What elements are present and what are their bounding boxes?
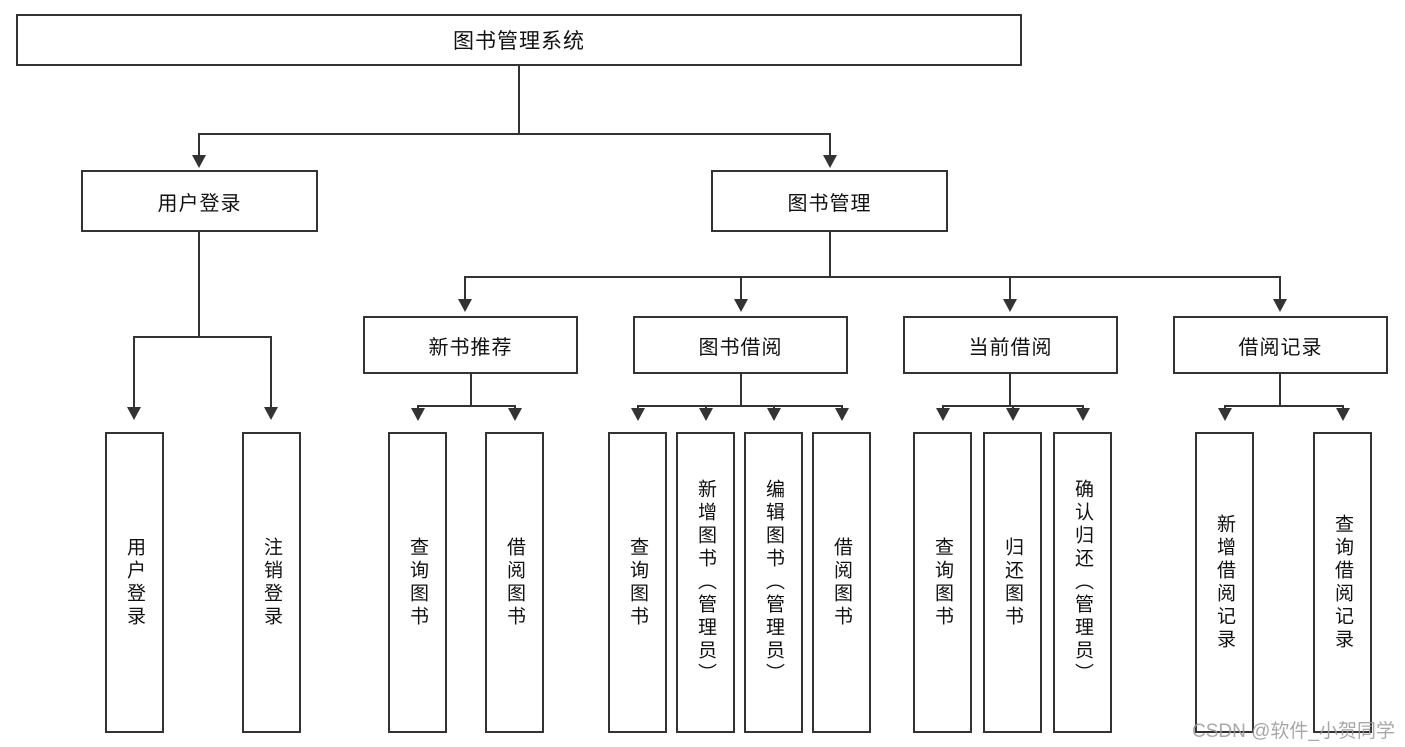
leaf-current-borrow-1[interactable]: 归还图书: [983, 432, 1042, 733]
connector-borrow-record-stem: [1279, 374, 1281, 407]
node-new-book-recommend[interactable]: 新书推荐: [363, 316, 578, 374]
node-label: 新增图书（管理员）: [695, 479, 716, 686]
node-borrow-record[interactable]: 借阅记录: [1173, 316, 1388, 374]
node-label: 图书管理: [787, 192, 872, 215]
node-label: 图书借阅: [698, 336, 783, 359]
connector-level3-bus: [464, 276, 1280, 278]
connector-drop-user-login: [198, 133, 200, 157]
arrow-borrow-record-leaf-2: [1336, 408, 1350, 421]
arrow-book-management: [823, 155, 837, 168]
arrow-user-login-leaf-1: [127, 407, 141, 420]
leaf-user-login-0[interactable]: 用户登录: [105, 432, 164, 733]
node-user-login[interactable]: 用户登录: [81, 170, 318, 232]
leaf-borrow-record-0[interactable]: 新增借阅记录: [1195, 432, 1254, 733]
arrow-borrow-record: [1273, 299, 1287, 312]
node-label: 编辑图书（管理员）: [763, 479, 784, 686]
leaf-new-book-recommend-0[interactable]: 查询图书: [388, 432, 447, 733]
connector-new-book-stem: [470, 374, 472, 407]
connector-user-login-stem: [198, 232, 200, 337]
arrow-book-borrow-leaf-1: [631, 408, 645, 421]
leaf-book-borrow-3[interactable]: 借阅图书: [812, 432, 871, 733]
connector-drop-book-borrow: [740, 276, 742, 301]
node-label: 用户登录: [157, 192, 242, 215]
arrow-current-borrow-leaf-3: [1076, 408, 1090, 421]
node-label: 注销登录: [261, 536, 282, 629]
node-label: 用户登录: [124, 536, 145, 629]
node-label: 当前借阅: [968, 336, 1053, 359]
arrow-book-borrow-leaf-3: [767, 408, 781, 421]
node-label: 借阅记录: [1238, 336, 1323, 359]
connector-current-borrow-stem: [1009, 374, 1011, 407]
leaf-book-borrow-0[interactable]: 查询图书: [608, 432, 667, 733]
connector-root-stem: [518, 66, 520, 134]
connector-drop-borrow-record: [1279, 276, 1281, 301]
node-book-borrow[interactable]: 图书借阅: [633, 316, 848, 374]
node-current-borrow[interactable]: 当前借阅: [903, 316, 1118, 374]
node-label: 确认归还（管理员）: [1072, 479, 1093, 686]
node-label: 新增借阅记录: [1214, 513, 1235, 652]
arrow-current-borrow-leaf-2: [1006, 408, 1020, 421]
node-label: 借阅图书: [831, 536, 852, 629]
node-label: 新书推荐: [428, 336, 513, 359]
connector-book-management-stem: [829, 232, 831, 277]
arrow-new-book-leaf-2: [508, 408, 522, 421]
node-label: 借阅图书: [504, 536, 525, 629]
connector-user-login-drop-2: [270, 336, 272, 409]
arrow-new-book-leaf-1: [411, 408, 425, 421]
arrow-current-borrow: [1003, 299, 1017, 312]
connector-borrow-record-bus: [1224, 405, 1343, 407]
connector-drop-new-book: [464, 276, 466, 301]
node-label: 归还图书: [1002, 536, 1023, 629]
node-label: 查询图书: [627, 536, 648, 629]
connector-drop-current-borrow: [1009, 276, 1011, 301]
arrow-book-borrow-leaf-2: [699, 408, 713, 421]
node-book-management[interactable]: 图书管理: [711, 170, 948, 232]
connector-book-borrow-bus: [637, 405, 842, 407]
connector-new-book-bus: [417, 405, 515, 407]
arrow-book-borrow: [734, 299, 748, 312]
connector-user-login-drop-1: [133, 336, 135, 409]
node-root-book-management-system[interactable]: 图书管理系统: [16, 14, 1022, 66]
leaf-user-login-1[interactable]: 注销登录: [242, 432, 301, 733]
leaf-new-book-recommend-1[interactable]: 借阅图书: [485, 432, 544, 733]
arrow-user-login-leaf-2: [264, 407, 278, 420]
arrow-new-book-recommend: [458, 299, 472, 312]
arrow-user-login: [192, 155, 206, 168]
connector-book-borrow-stem: [740, 374, 742, 407]
leaf-book-borrow-2[interactable]: 编辑图书（管理员）: [744, 432, 803, 733]
arrow-book-borrow-leaf-4: [835, 408, 849, 421]
node-label: 查询图书: [407, 536, 428, 629]
node-label: 图书管理系统: [453, 30, 585, 53]
node-label: 查询借阅记录: [1332, 513, 1353, 652]
node-label: 查询图书: [932, 536, 953, 629]
leaf-book-borrow-1[interactable]: 新增图书（管理员）: [676, 432, 735, 733]
leaf-current-borrow-2[interactable]: 确认归还（管理员）: [1053, 432, 1112, 733]
connector-user-login-bus: [133, 336, 272, 338]
arrow-current-borrow-leaf-1: [936, 408, 950, 421]
connector-drop-book-management: [829, 133, 831, 157]
leaf-current-borrow-0[interactable]: 查询图书: [913, 432, 972, 733]
arrow-borrow-record-leaf-1: [1218, 408, 1232, 421]
watermark-text: CSDN @软件_小贺同学: [1192, 721, 1395, 742]
connector-level2-bus: [198, 133, 831, 135]
leaf-borrow-record-1[interactable]: 查询借阅记录: [1313, 432, 1372, 733]
